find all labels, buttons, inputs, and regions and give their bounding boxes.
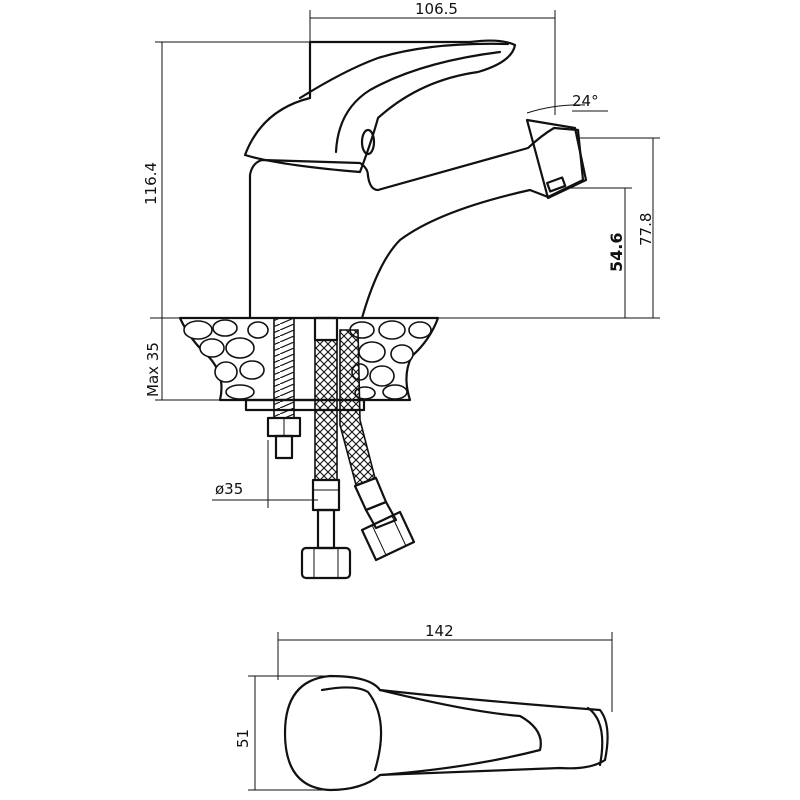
faucet-body <box>243 39 588 320</box>
dim-plan-length: 142 <box>425 622 454 640</box>
dim-spout-angle: 24° <box>572 92 599 110</box>
mounting-hardware <box>266 316 416 580</box>
dim-hole-diameter: ø35 <box>215 480 243 498</box>
dim-plan-width: 51 <box>234 729 252 748</box>
dim-spout-clearance: 54.6 <box>607 233 626 272</box>
dim-spout-height: 77.8 <box>637 213 655 246</box>
dim-top-width: 106.5 <box>415 0 458 18</box>
dim-total-height: 116.4 <box>142 162 160 205</box>
dim-max-deck: Max 35 <box>144 342 162 397</box>
dimension-lines <box>150 10 660 508</box>
plan-view <box>248 632 613 792</box>
countertop-section <box>178 316 440 412</box>
dimension-labels: 106.5 116.4 24° 77.8 54.6 Max 35 ø35 142… <box>142 0 655 748</box>
